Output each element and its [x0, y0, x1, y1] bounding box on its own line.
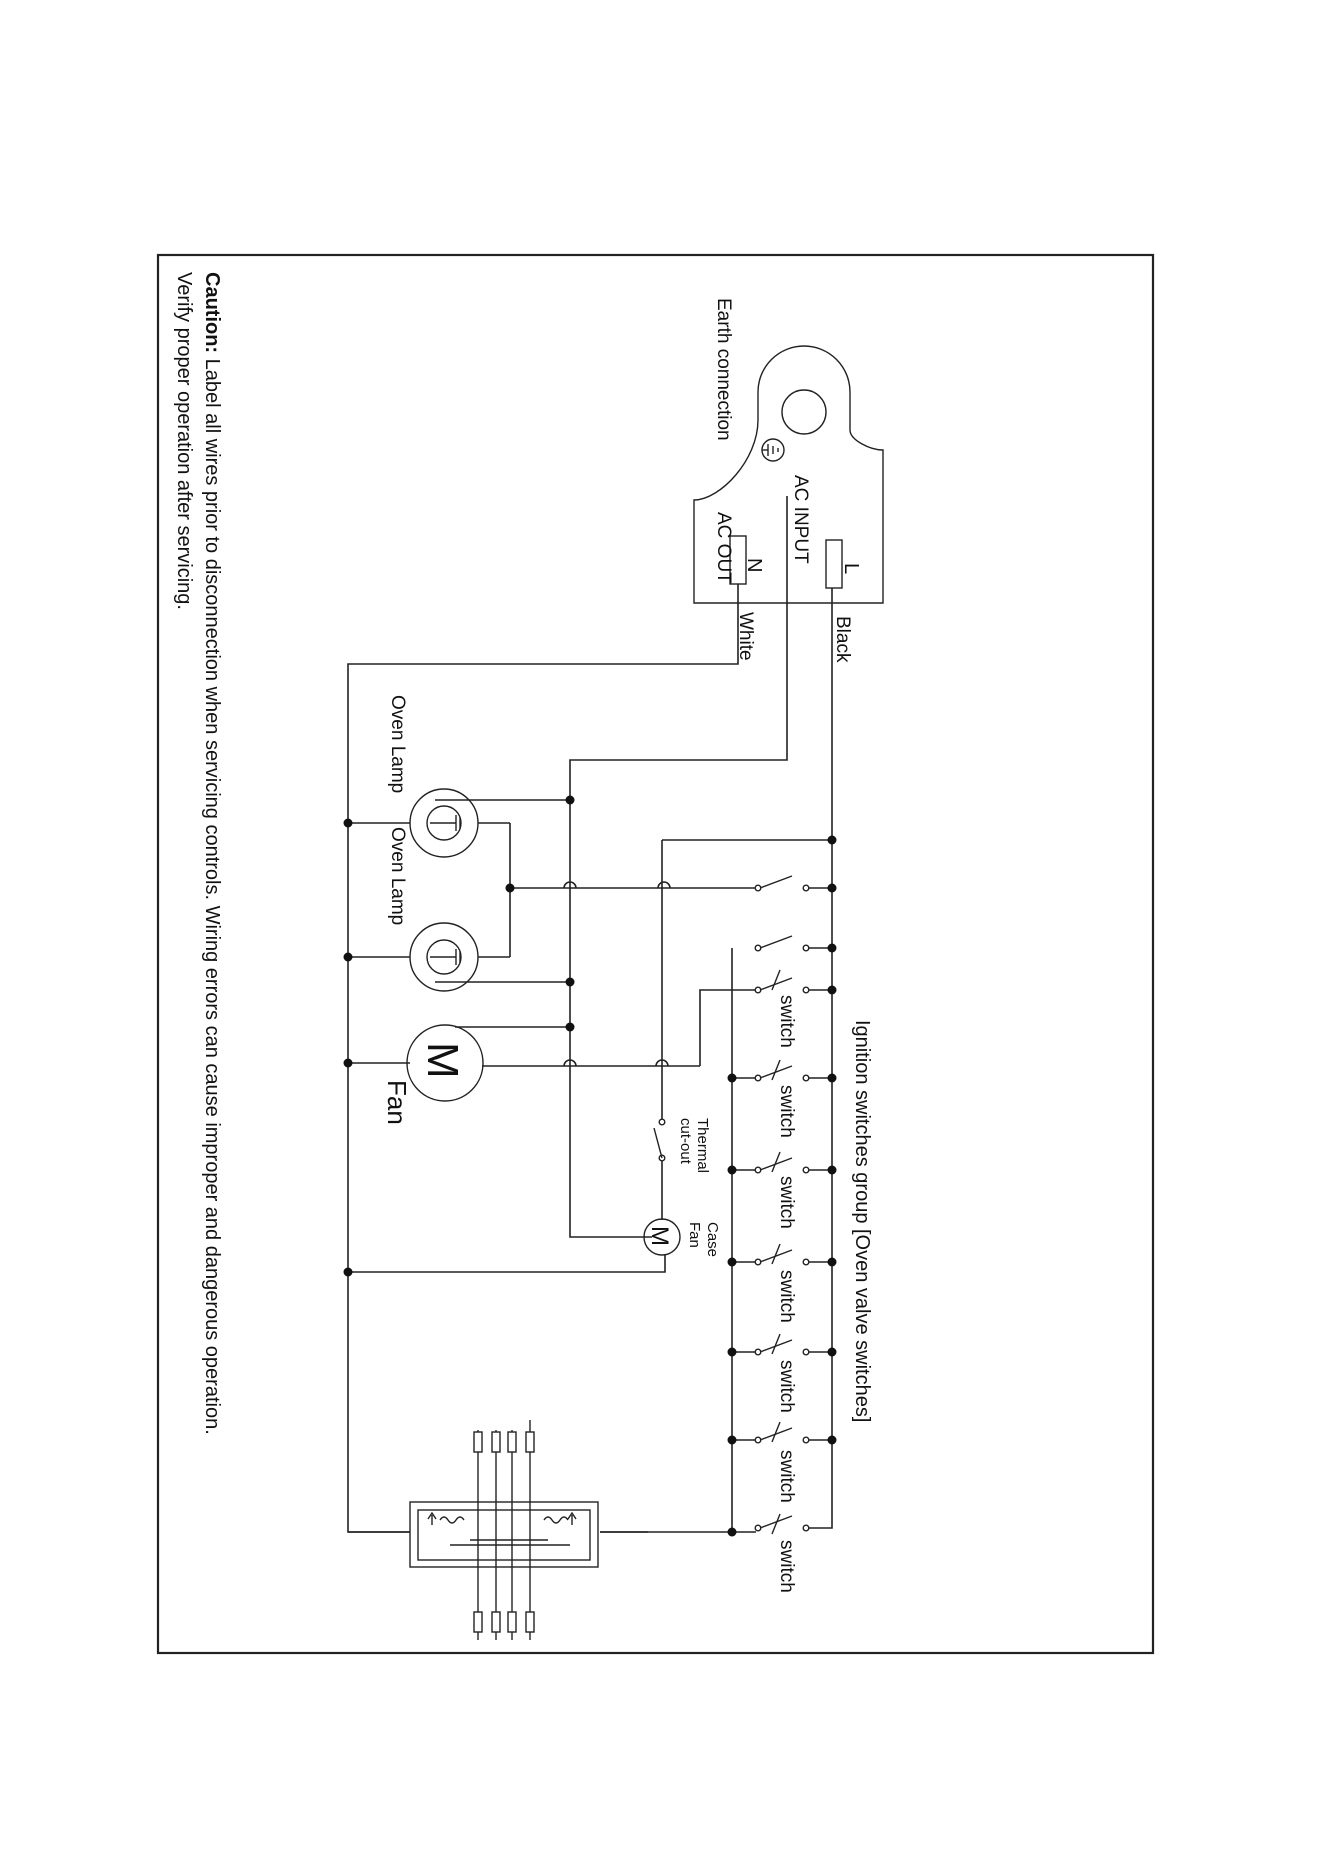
- earth-bolt-hole: [781, 389, 827, 435]
- svg-text:switch: switch: [776, 995, 797, 1048]
- ignition-switch-5: switch: [732, 1333, 832, 1413]
- ignition-switch-3: switch: [732, 1151, 832, 1229]
- fan-label: Fan: [382, 1080, 412, 1125]
- thermal-label-1: Thermal: [694, 1118, 711, 1173]
- thermal-label-2: cut-out: [677, 1118, 694, 1165]
- fan-motor: M: [406, 1024, 484, 1102]
- svg-text:switch: switch: [776, 1085, 797, 1138]
- oven-lamp-1: [409, 788, 479, 858]
- wire-crossovers: [563, 881, 671, 1067]
- wire-white-label: White: [735, 612, 756, 661]
- diagram-frame: [156, 253, 1155, 1655]
- caution-heading: Caution:: [201, 272, 223, 353]
- thermal-cutout-switch: [653, 1118, 666, 1162]
- terminal-l-label: L: [840, 563, 862, 574]
- caution-line-2: Verify proper operation after servicing.: [173, 272, 195, 610]
- ignition-switch-7: switch: [732, 1440, 833, 1593]
- svg-text:switch: switch: [776, 1360, 797, 1413]
- svg-text:switch: switch: [776, 1270, 797, 1323]
- ignition-switch-4: switch: [732, 1243, 832, 1323]
- ignition-group-label: Ignition switches group [Oven valve swit…: [851, 1020, 873, 1422]
- case-fan-label-2: Fan: [686, 1222, 703, 1248]
- svg-text:switch: switch: [776, 1540, 797, 1593]
- oven-lamp-2-label: Oven Lamp: [387, 827, 408, 925]
- earth-connection-label: Earth connection: [713, 298, 734, 441]
- oven-lamp-2: [409, 922, 479, 992]
- ignition-switch-1: switch: [732, 969, 832, 1048]
- fan-motor-symbol: M: [418, 1042, 467, 1079]
- case-fan-symbol: M: [646, 1226, 673, 1246]
- wire-black-label: Black: [832, 616, 853, 663]
- terminal-l: [825, 539, 843, 589]
- ignition-switch-6: switch: [732, 1421, 832, 1503]
- caution-note: Caution: Label all wires prior to discon…: [173, 272, 223, 1435]
- caution-line-1: Label all wires prior to disconnection w…: [201, 353, 223, 1435]
- ignition-switches: switch switch switch: [732, 969, 833, 1593]
- case-fan-label-1: Case: [704, 1222, 721, 1257]
- svg-text:switch: switch: [776, 1176, 797, 1229]
- wiring: [347, 496, 833, 1533]
- ac-input-label: AC INPUT: [790, 475, 811, 564]
- ac-input-terminal-block: L N AC INPUT AC OUT Earth connection: [693, 298, 884, 604]
- case-fan-motor: M: [643, 1218, 681, 1256]
- svg-text:Caution: Label all wires prior: Caution: Label all wires prior to discon…: [201, 272, 223, 1435]
- wire-junctions: [343, 795, 837, 1537]
- spark-ignition-module: [409, 1420, 599, 1640]
- ignition-switch-2: switch: [732, 1059, 832, 1138]
- terminal-n-label: N: [743, 558, 765, 572]
- svg-text:switch: switch: [776, 1450, 797, 1503]
- ac-out-label: AC OUT: [713, 512, 734, 584]
- oven-lamp-1-label: Oven Lamp: [387, 695, 408, 793]
